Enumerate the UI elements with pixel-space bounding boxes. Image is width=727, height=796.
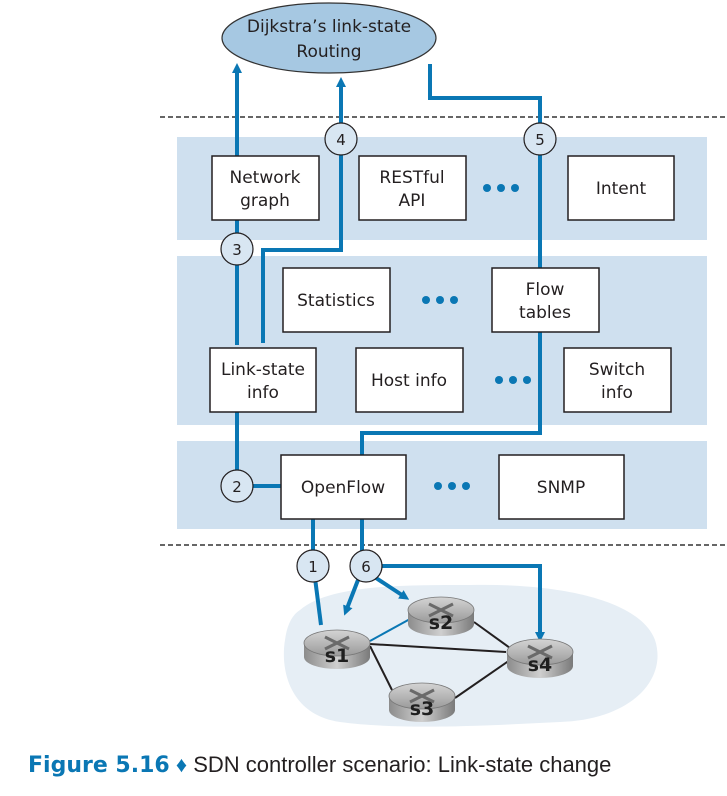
svg-text:4: 4: [336, 131, 346, 149]
box-intent[interactable]: Intent: [567, 155, 675, 221]
ellipsis-dots-southbound: [434, 482, 470, 490]
path-step-4-lower: [261, 155, 343, 343]
svg-text:Flow: Flow: [526, 280, 565, 300]
svg-text:info: info: [601, 383, 633, 403]
data-plane-cloud: [283, 584, 658, 727]
path-step-6-to-s4: [382, 564, 545, 642]
svg-text:SNMP: SNMP: [537, 478, 585, 498]
link-s1-s2: [369, 618, 411, 642]
switch-s2[interactable]: s2: [407, 596, 475, 636]
svg-text:s2: s2: [429, 612, 454, 634]
link-s1-s3: [369, 645, 393, 691]
link-s2-s4: [473, 621, 511, 649]
svg-text:Host info: Host info: [371, 371, 447, 391]
box-statistics[interactable]: Statistics: [282, 267, 391, 333]
svg-text:1: 1: [308, 558, 318, 576]
svg-text:Intent: Intent: [596, 179, 647, 199]
box-link-state-info[interactable]: Link-state info: [209, 347, 317, 413]
svg-text:s1: s1: [325, 645, 350, 667]
svg-text:API: API: [399, 191, 426, 211]
figure-caption: Figure 5.16 ♦ SDN controller scenario: L…: [28, 752, 611, 778]
path-step-5-upper: [428, 64, 542, 127]
box-restful-api[interactable]: RESTful API: [358, 155, 467, 221]
svg-text:5: 5: [535, 131, 545, 149]
svg-text:graph: graph: [240, 191, 290, 211]
switch-s4[interactable]: s4: [506, 638, 574, 678]
switch-links: [369, 618, 511, 699]
switch-s3[interactable]: s3: [388, 682, 456, 722]
path-step-1-to-s1: [313, 577, 323, 626]
svg-text:Statistics: Statistics: [297, 291, 375, 311]
svg-text:s3: s3: [410, 698, 435, 720]
switch-s1[interactable]: s1: [303, 629, 371, 669]
svg-text:info: info: [247, 383, 279, 403]
link-s1-s4: [369, 643, 507, 653]
app-label-line2: Routing: [296, 42, 361, 62]
svg-text:OpenFlow: OpenFlow: [301, 478, 385, 498]
svg-text:6: 6: [361, 558, 371, 576]
svg-text:tables: tables: [519, 303, 571, 323]
ellipsis-dots-state-2: [495, 376, 531, 384]
svg-text:s4: s4: [528, 654, 553, 676]
svg-text:Network: Network: [230, 168, 301, 188]
box-snmp[interactable]: SNMP: [498, 454, 625, 520]
box-host-info[interactable]: Host info: [355, 347, 464, 413]
path-step-6-to-s1: [343, 579, 360, 616]
step-circle-4: 4: [324, 122, 358, 156]
step-circle-1: 1: [296, 549, 330, 583]
step-circle-2: 2: [220, 469, 254, 503]
flow-paths: [232, 63, 545, 642]
svg-text:2: 2: [232, 478, 242, 496]
svg-text:Link-state: Link-state: [221, 360, 305, 380]
path-flowtables-to-openflow: [360, 331, 542, 456]
box-openflow[interactable]: OpenFlow: [280, 454, 407, 520]
caption-text: SDN controller scenario: Link-state chan…: [193, 752, 612, 777]
step-circle-3: 3: [220, 232, 254, 266]
caption-separator: ♦: [175, 752, 188, 777]
figure-number: Figure 5.16: [28, 753, 170, 778]
app-label-line1: Dijkstra’s link-state: [247, 17, 411, 37]
box-network-graph[interactable]: Network graph: [211, 155, 320, 221]
box-switch-info[interactable]: Switch info: [563, 347, 672, 413]
step-circle-6: 6: [349, 549, 383, 583]
path-step-6-to-s2: [374, 576, 410, 600]
box-flow-tables[interactable]: Flow tables: [491, 267, 600, 333]
dijkstra-routing-app[interactable]: [221, 2, 437, 74]
link-s3-s4: [454, 659, 511, 699]
ellipsis-dots-state-1: [422, 296, 458, 304]
step-circle-5: 5: [523, 122, 557, 156]
svg-text:RESTful: RESTful: [379, 168, 444, 188]
svg-text:3: 3: [232, 241, 242, 259]
svg-text:Switch: Switch: [589, 360, 645, 380]
ellipsis-dots-northbound: [483, 184, 519, 192]
